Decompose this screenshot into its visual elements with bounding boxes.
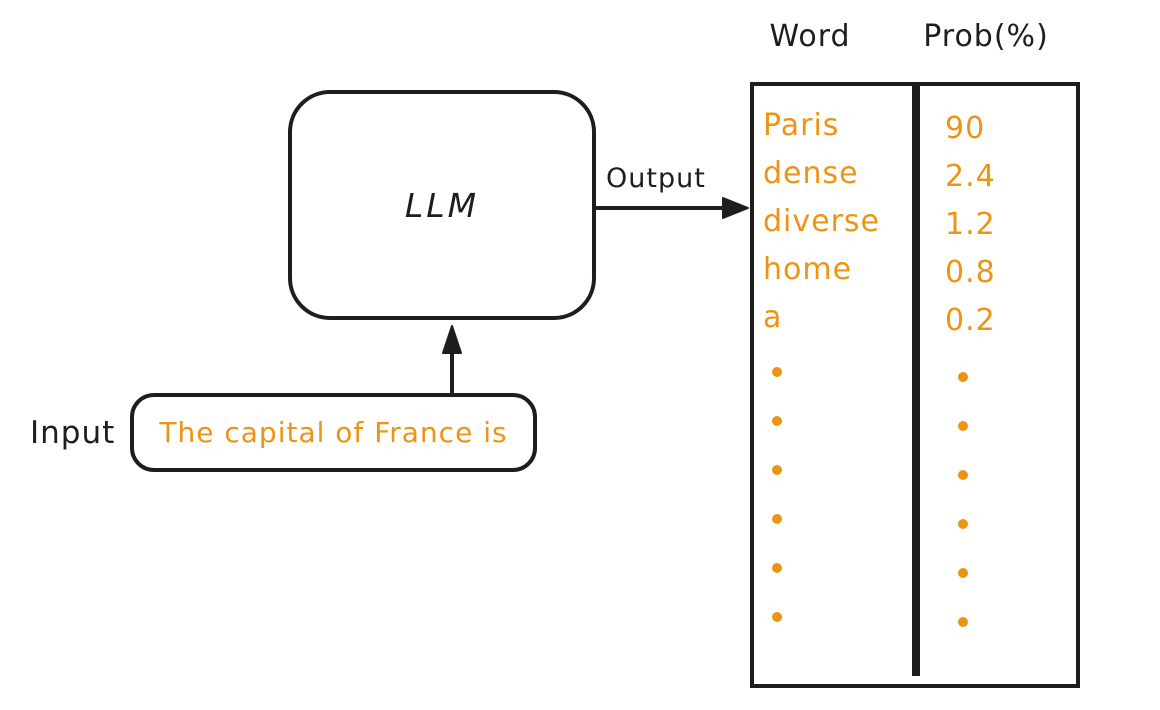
word-column: Paris dense diverse home a (763, 108, 880, 348)
ellipsis-dot (958, 372, 968, 382)
ellipsis-dot (772, 416, 782, 426)
table-cell-prob: 0.2 (945, 303, 996, 338)
input-label: Input (30, 415, 116, 451)
input-arrow (442, 325, 462, 394)
prob-ellipsis-dots (958, 372, 968, 627)
ellipsis-dot (772, 367, 782, 377)
prob-table: Paris dense diverse home a 90 2.4 1.2 0.8 0.2 (750, 82, 1080, 688)
output-arrow (595, 197, 749, 219)
ellipsis-dot (958, 519, 968, 529)
prob-column: 90 2.4 1.2 0.8 0.2 (945, 111, 996, 351)
output-arrow-label: Output (606, 163, 706, 194)
ellipsis-dot (958, 617, 968, 627)
table-divider (912, 86, 920, 676)
llm-label: LLM (404, 185, 480, 225)
table-cell-prob: 0.8 (945, 255, 996, 290)
ellipsis-dot (958, 470, 968, 480)
table-cell-word: diverse (763, 204, 881, 239)
table-cell-word: dense (763, 156, 859, 191)
table-header-word: Word (769, 19, 851, 54)
input-box: The capital of France is (130, 393, 537, 472)
ellipsis-dot (772, 563, 782, 573)
ellipsis-dot (772, 514, 782, 524)
table-cell-prob: 1.2 (945, 207, 996, 242)
table-cell-prob: 2.4 (945, 159, 996, 194)
ellipsis-dot (772, 465, 782, 475)
table-cell-word: Paris (763, 108, 840, 143)
ellipsis-dot (958, 568, 968, 578)
input-prompt-text: The capital of France is (159, 416, 508, 449)
table-header-prob: Prob(%) (923, 19, 1049, 54)
ellipsis-dot (772, 612, 782, 622)
table-cell-word: a (763, 300, 783, 335)
llm-box: LLM (288, 90, 596, 320)
ellipsis-dot (958, 421, 968, 431)
table-cell-word: home (763, 252, 853, 287)
table-cell-prob: 90 (945, 111, 986, 146)
word-ellipsis-dots (772, 367, 782, 622)
